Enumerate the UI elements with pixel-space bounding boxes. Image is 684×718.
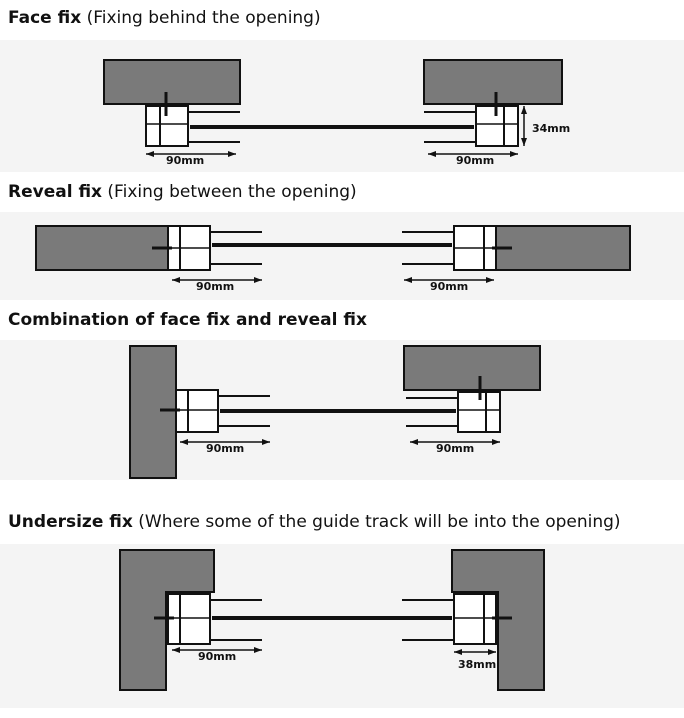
reveal-fix-dim-left: 90mm <box>196 280 234 293</box>
face-fix-diagram: 90mm 90mm 34mm <box>0 40 684 172</box>
reveal-fix-dim-right: 90mm <box>430 280 468 293</box>
combination-fix-dim-right: 90mm <box>436 442 474 455</box>
undersize-fix-dim-right: 38mm <box>458 658 496 671</box>
undersize-fix-dim-left: 90mm <box>198 650 236 663</box>
combination-fix-dim-left: 90mm <box>206 442 244 455</box>
combination-fix-title: Combination of face fix and reveal fix <box>8 310 367 330</box>
face-fix-dim-left: 90mm <box>166 154 204 167</box>
combination-fix-diagram: 90mm 90mm <box>0 340 684 480</box>
undersize-fix-diagram: 90mm 38mm <box>0 544 684 708</box>
undersize-fix-title: Undersize fix (Where some of the guide t… <box>8 512 621 532</box>
face-fix-dim-right: 90mm <box>456 154 494 167</box>
face-fix-title: Face fix (Fixing behind the opening) <box>8 8 321 28</box>
face-fix-dim-depth: 34mm <box>532 122 570 135</box>
reveal-fix-title: Reveal fix (Fixing between the opening) <box>8 182 357 202</box>
reveal-fix-diagram: 90mm 90mm <box>0 212 684 300</box>
